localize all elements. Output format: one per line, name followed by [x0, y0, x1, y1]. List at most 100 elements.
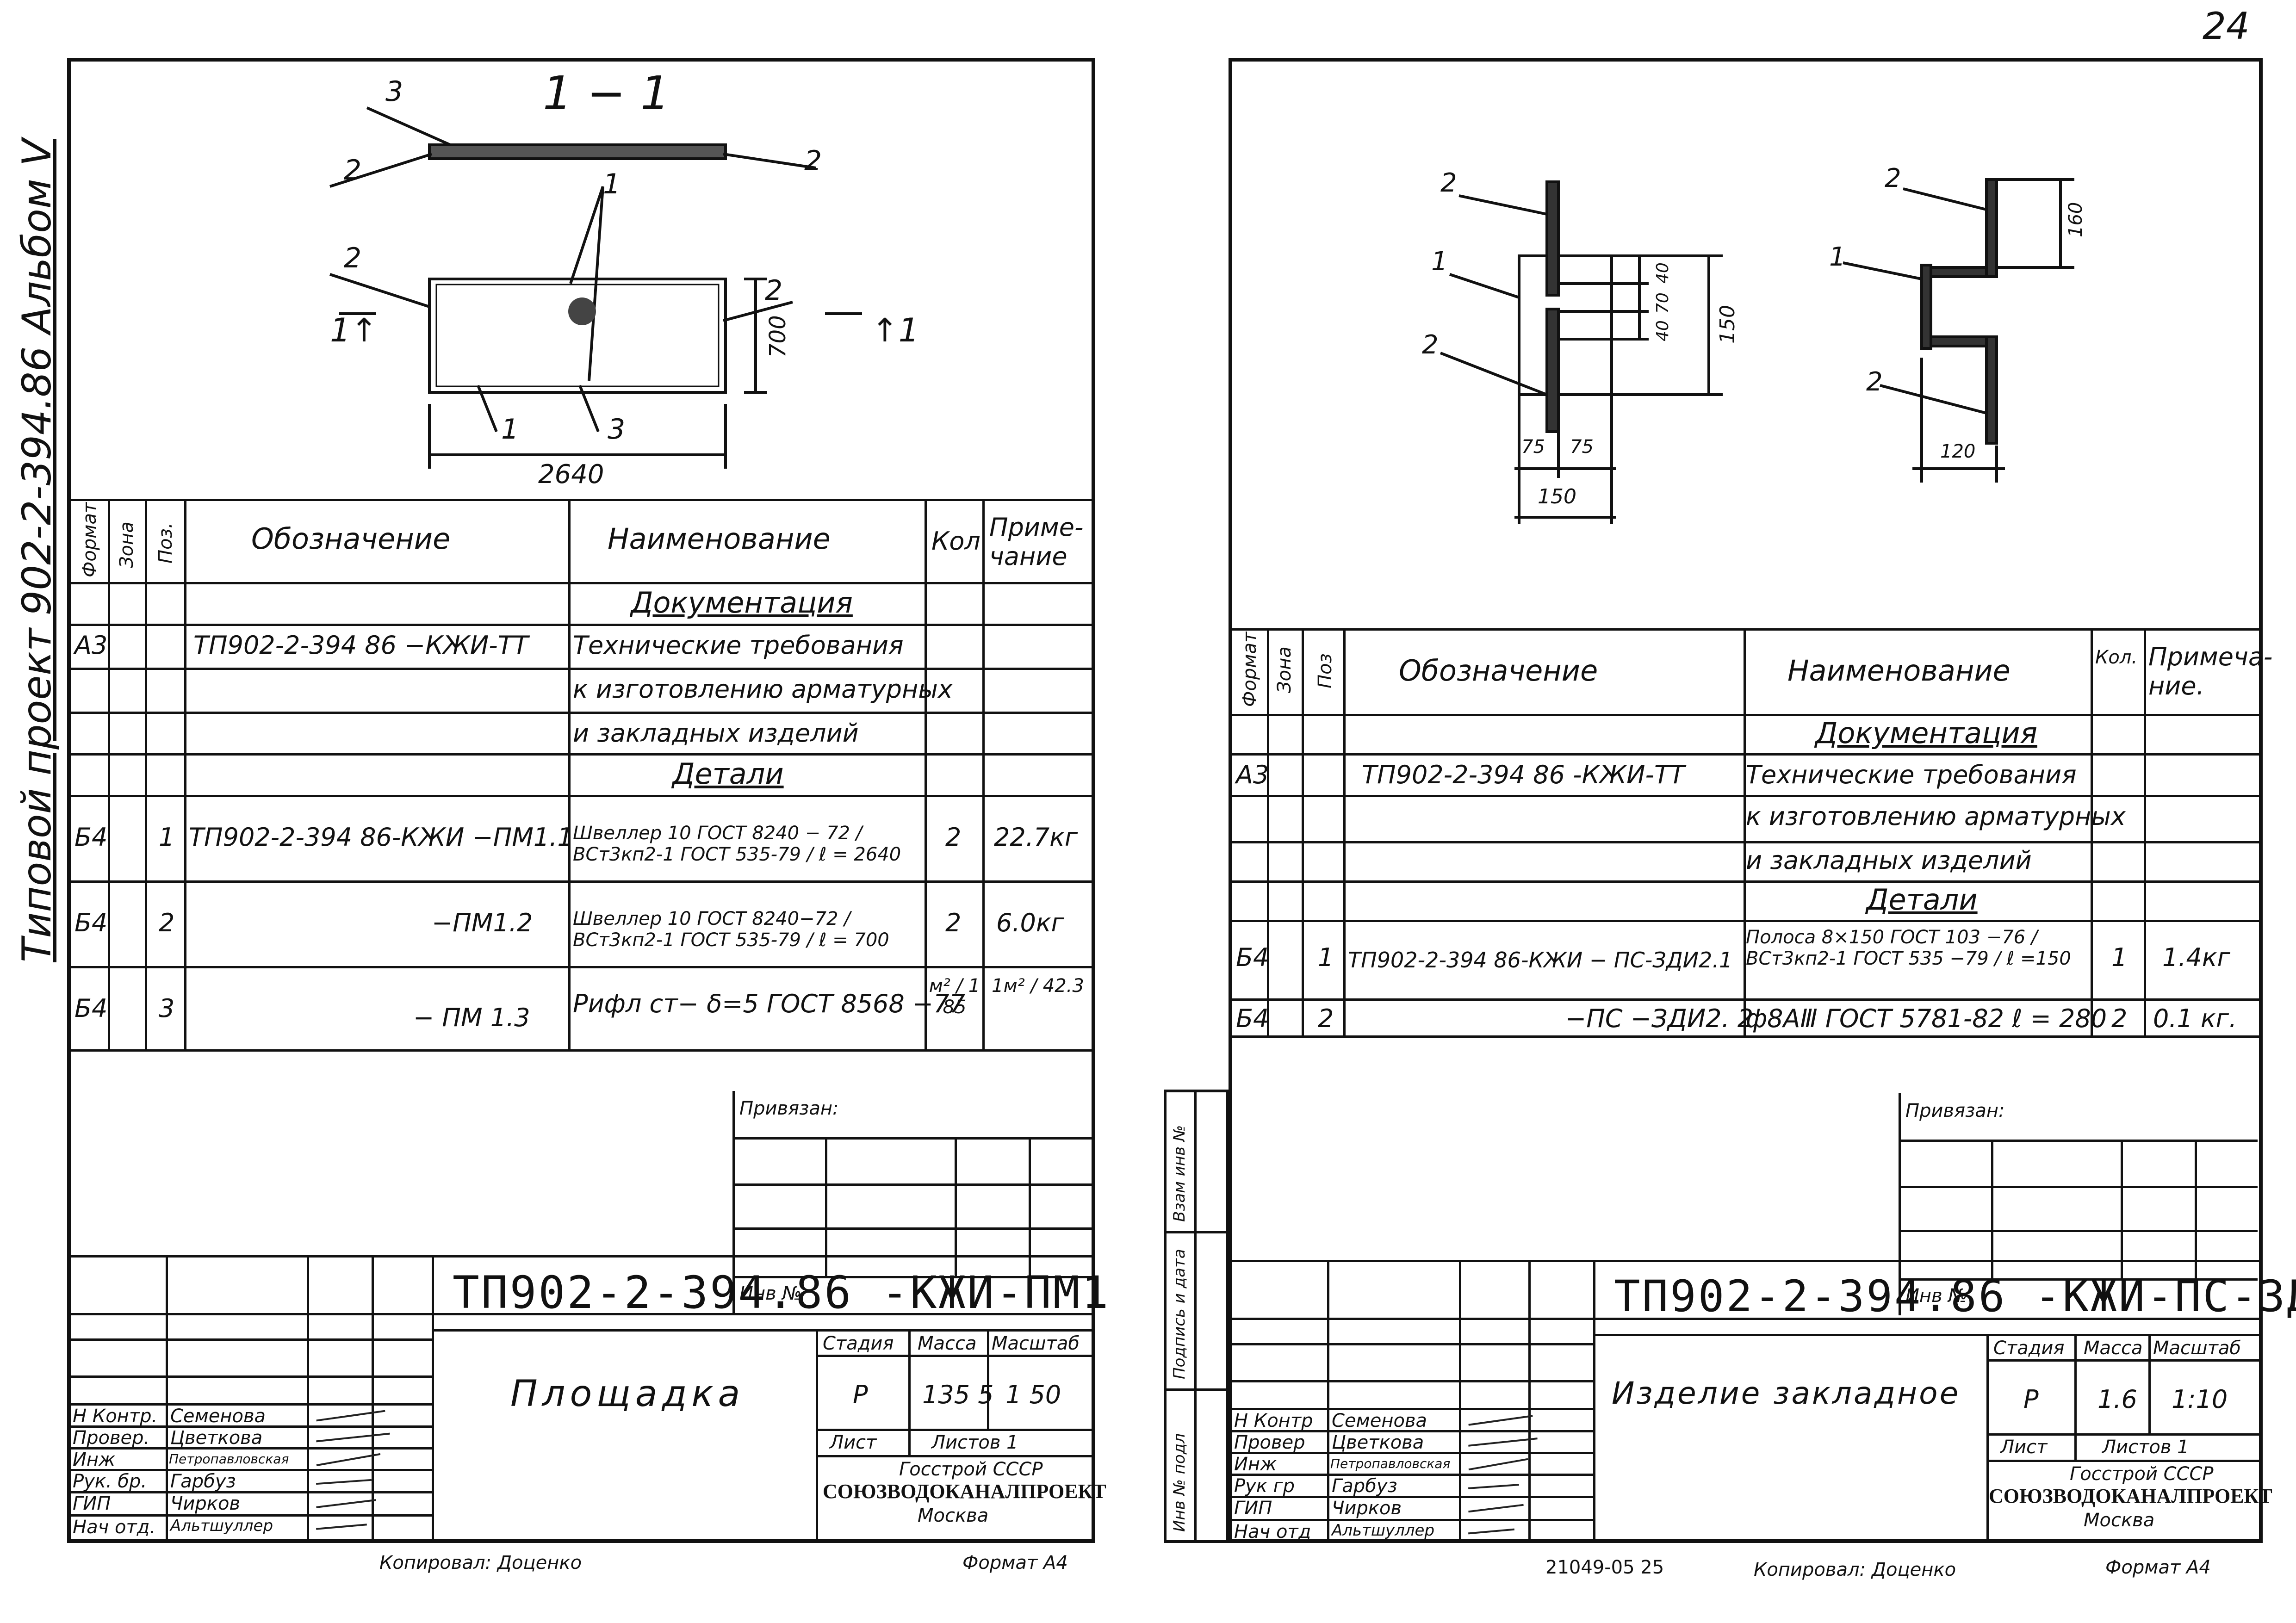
album-title: Типовой проект 902-2-394.86 Альбом V	[14, 139, 60, 962]
org-city: Москва	[918, 1505, 989, 1526]
header-zone: Зона	[1274, 646, 1295, 693]
role-chief-engineer: ГИП	[1234, 1498, 1272, 1519]
sheet-label: Лист	[830, 1432, 877, 1453]
dimension-width: 2640	[538, 459, 604, 489]
person-name: Альтшуллер	[170, 1517, 273, 1535]
row-note: 1.4кг	[2162, 943, 2230, 972]
row-name: к изготовлению арматурных	[1746, 802, 2126, 831]
row-name: Рифл ст− δ=5 ГОСТ 8568 −77	[573, 989, 965, 1018]
callout-3-top: 3	[385, 75, 403, 108]
row-designation: ТП902-2-394 86 −КЖИ-ТТ	[193, 631, 528, 660]
signature	[1468, 1484, 1520, 1489]
header-name: Наименование	[1787, 654, 2011, 688]
original-inv-label: Инв № подл	[1170, 1433, 1189, 1532]
row-format: Б4	[1236, 1004, 1269, 1033]
header-pos: Поз	[1315, 653, 1336, 688]
dim-120: 120	[1940, 441, 1976, 462]
person-name: Чирков	[170, 1493, 241, 1514]
mass-value: 1.6	[2097, 1385, 2137, 1414]
row-designation: ТП902-2-394 86 -КЖИ-ТТ	[1362, 760, 1685, 789]
right-spec-table: Формат Зона Поз Обозначение Наименование…	[1232, 628, 2272, 1109]
right-drawing	[1440, 178, 2074, 524]
row-name: и закладных изделий	[573, 719, 859, 748]
dim-40b: 40	[1653, 320, 1672, 341]
person-name: Цветкова	[1332, 1432, 1424, 1453]
role-dept-head: Нач отд.	[73, 1517, 156, 1538]
signature	[316, 1410, 385, 1422]
copied-by: Копировал: Доценко	[1754, 1559, 1956, 1580]
inv-no-label: Инв №	[739, 1283, 801, 1304]
stage-value: Р	[853, 1380, 868, 1409]
row-format: А3	[1236, 760, 1269, 789]
role-chief-engineer: ГИП	[73, 1493, 111, 1514]
left-spec-table: Формат Зона Поз. Обозначение Наименовани…	[71, 499, 1092, 1072]
dim-40a: 40	[1653, 262, 1672, 284]
signature	[316, 1479, 372, 1485]
callout-3-bottom: 3	[608, 413, 626, 446]
header-note: Приме-чание	[989, 513, 1084, 571]
title-block: ТП902-2-394.86 -КЖИ-ПМ1 Площадка Стадия …	[71, 1255, 1108, 1543]
role-norm-control: Н Контр	[1234, 1410, 1313, 1431]
row-name: Технические требования	[1746, 760, 2077, 789]
signature	[1468, 1528, 1514, 1535]
archive-number: 21049-05 25	[1545, 1557, 1664, 1578]
title-block: ТП902-2-394.86 -КЖИ-ПС-ЗДИ2 Изделие закл…	[1232, 1260, 2296, 1543]
paper-format: Формат А4	[962, 1552, 1068, 1573]
row-name: и закладных изделий	[1746, 846, 2032, 875]
left-drawing	[329, 106, 862, 469]
signature-date-label: Подпись и дата	[1170, 1249, 1189, 1379]
attached-label: Привязан:	[1905, 1100, 2005, 1121]
callout-2-side-bottom: 2	[1866, 367, 1883, 397]
row-qty: 2	[945, 823, 962, 852]
header-qty: Кол.	[2095, 647, 2138, 668]
header-format: Формат	[79, 502, 100, 577]
signature	[316, 1524, 367, 1530]
header-qty: Кол	[931, 527, 980, 556]
row-designation: ТП902-2-394 86-КЖИ −ПМ1.1	[189, 823, 573, 852]
row-designation: − ПМ 1.3	[413, 1003, 530, 1032]
row-pos: 2	[1318, 1004, 1334, 1033]
role-checked: Провер	[1234, 1432, 1305, 1453]
document-title: Изделие закладное	[1612, 1375, 1961, 1411]
org-name: СОЮЗВОДОКАНАЛПРОЕКТ	[1989, 1485, 2272, 1507]
org-ministry: Госстрой СССР	[899, 1459, 1043, 1480]
row-pos: 1	[1318, 943, 1334, 972]
signature	[1468, 1437, 1538, 1447]
row-pos: 1	[159, 823, 175, 852]
signature	[316, 1453, 381, 1467]
row-pos: 3	[159, 994, 175, 1023]
copied-by: Копировал: Доценко	[379, 1552, 582, 1573]
row-designation: −ПМ1.2	[432, 908, 533, 937]
section-parts: Детали	[1866, 883, 1978, 917]
scale-label: Масштаб	[2153, 1338, 2241, 1359]
header-zone: Зона	[116, 521, 137, 568]
org-name: СОЮЗВОДОКАНАЛПРОЕКТ	[823, 1480, 1106, 1503]
right-sheet: 2 1 2 2 1 2 40 70 40 150 75 75 150 160 1…	[1229, 58, 2296, 1543]
signature	[1468, 1415, 1533, 1426]
org-city: Москва	[2084, 1510, 2155, 1531]
role-checked: Провер.	[73, 1427, 150, 1449]
left-sheet: 1 − 1 3 2 2 1 2 2 1 3	[67, 58, 1108, 1543]
person-name: Петропавловская	[169, 1451, 289, 1467]
callout-2-top: 2	[1440, 168, 1457, 198]
row-name: к изготовлению арматурных	[573, 675, 953, 704]
row-format: Б4	[74, 823, 108, 852]
dimension-height: 700	[765, 315, 791, 358]
mass-label: Масса	[2084, 1338, 2143, 1359]
scale-label: Масштаб	[992, 1333, 1080, 1354]
section-mark-left: 1↑	[330, 311, 378, 349]
sheet-label: Лист	[2000, 1437, 2048, 1458]
mass-value: 135 5	[922, 1380, 994, 1409]
callout-2-bottom: 2	[1422, 330, 1439, 360]
page-number: 24	[2203, 5, 2250, 48]
inv-no-label: Инв №	[1905, 1285, 1967, 1307]
dim-160: 160	[2065, 202, 2086, 237]
row-name: ф8АⅢ ГОСТ 5781-82 ℓ = 280	[1746, 1004, 2107, 1033]
org-ministry: Госстрой СССР	[2070, 1463, 2214, 1485]
person-name: Семенова	[1332, 1410, 1427, 1431]
callout-2-right: 2	[804, 145, 822, 177]
row-name: Полоса 8×150 ГОСТ 103 −76 / ВСт3кп2-1 ГО…	[1746, 927, 2071, 969]
role-engineer: Инж	[1234, 1454, 1277, 1475]
callout-1-bottom: 1	[501, 413, 519, 446]
row-note: 0.1 кг.	[2153, 1004, 2237, 1033]
